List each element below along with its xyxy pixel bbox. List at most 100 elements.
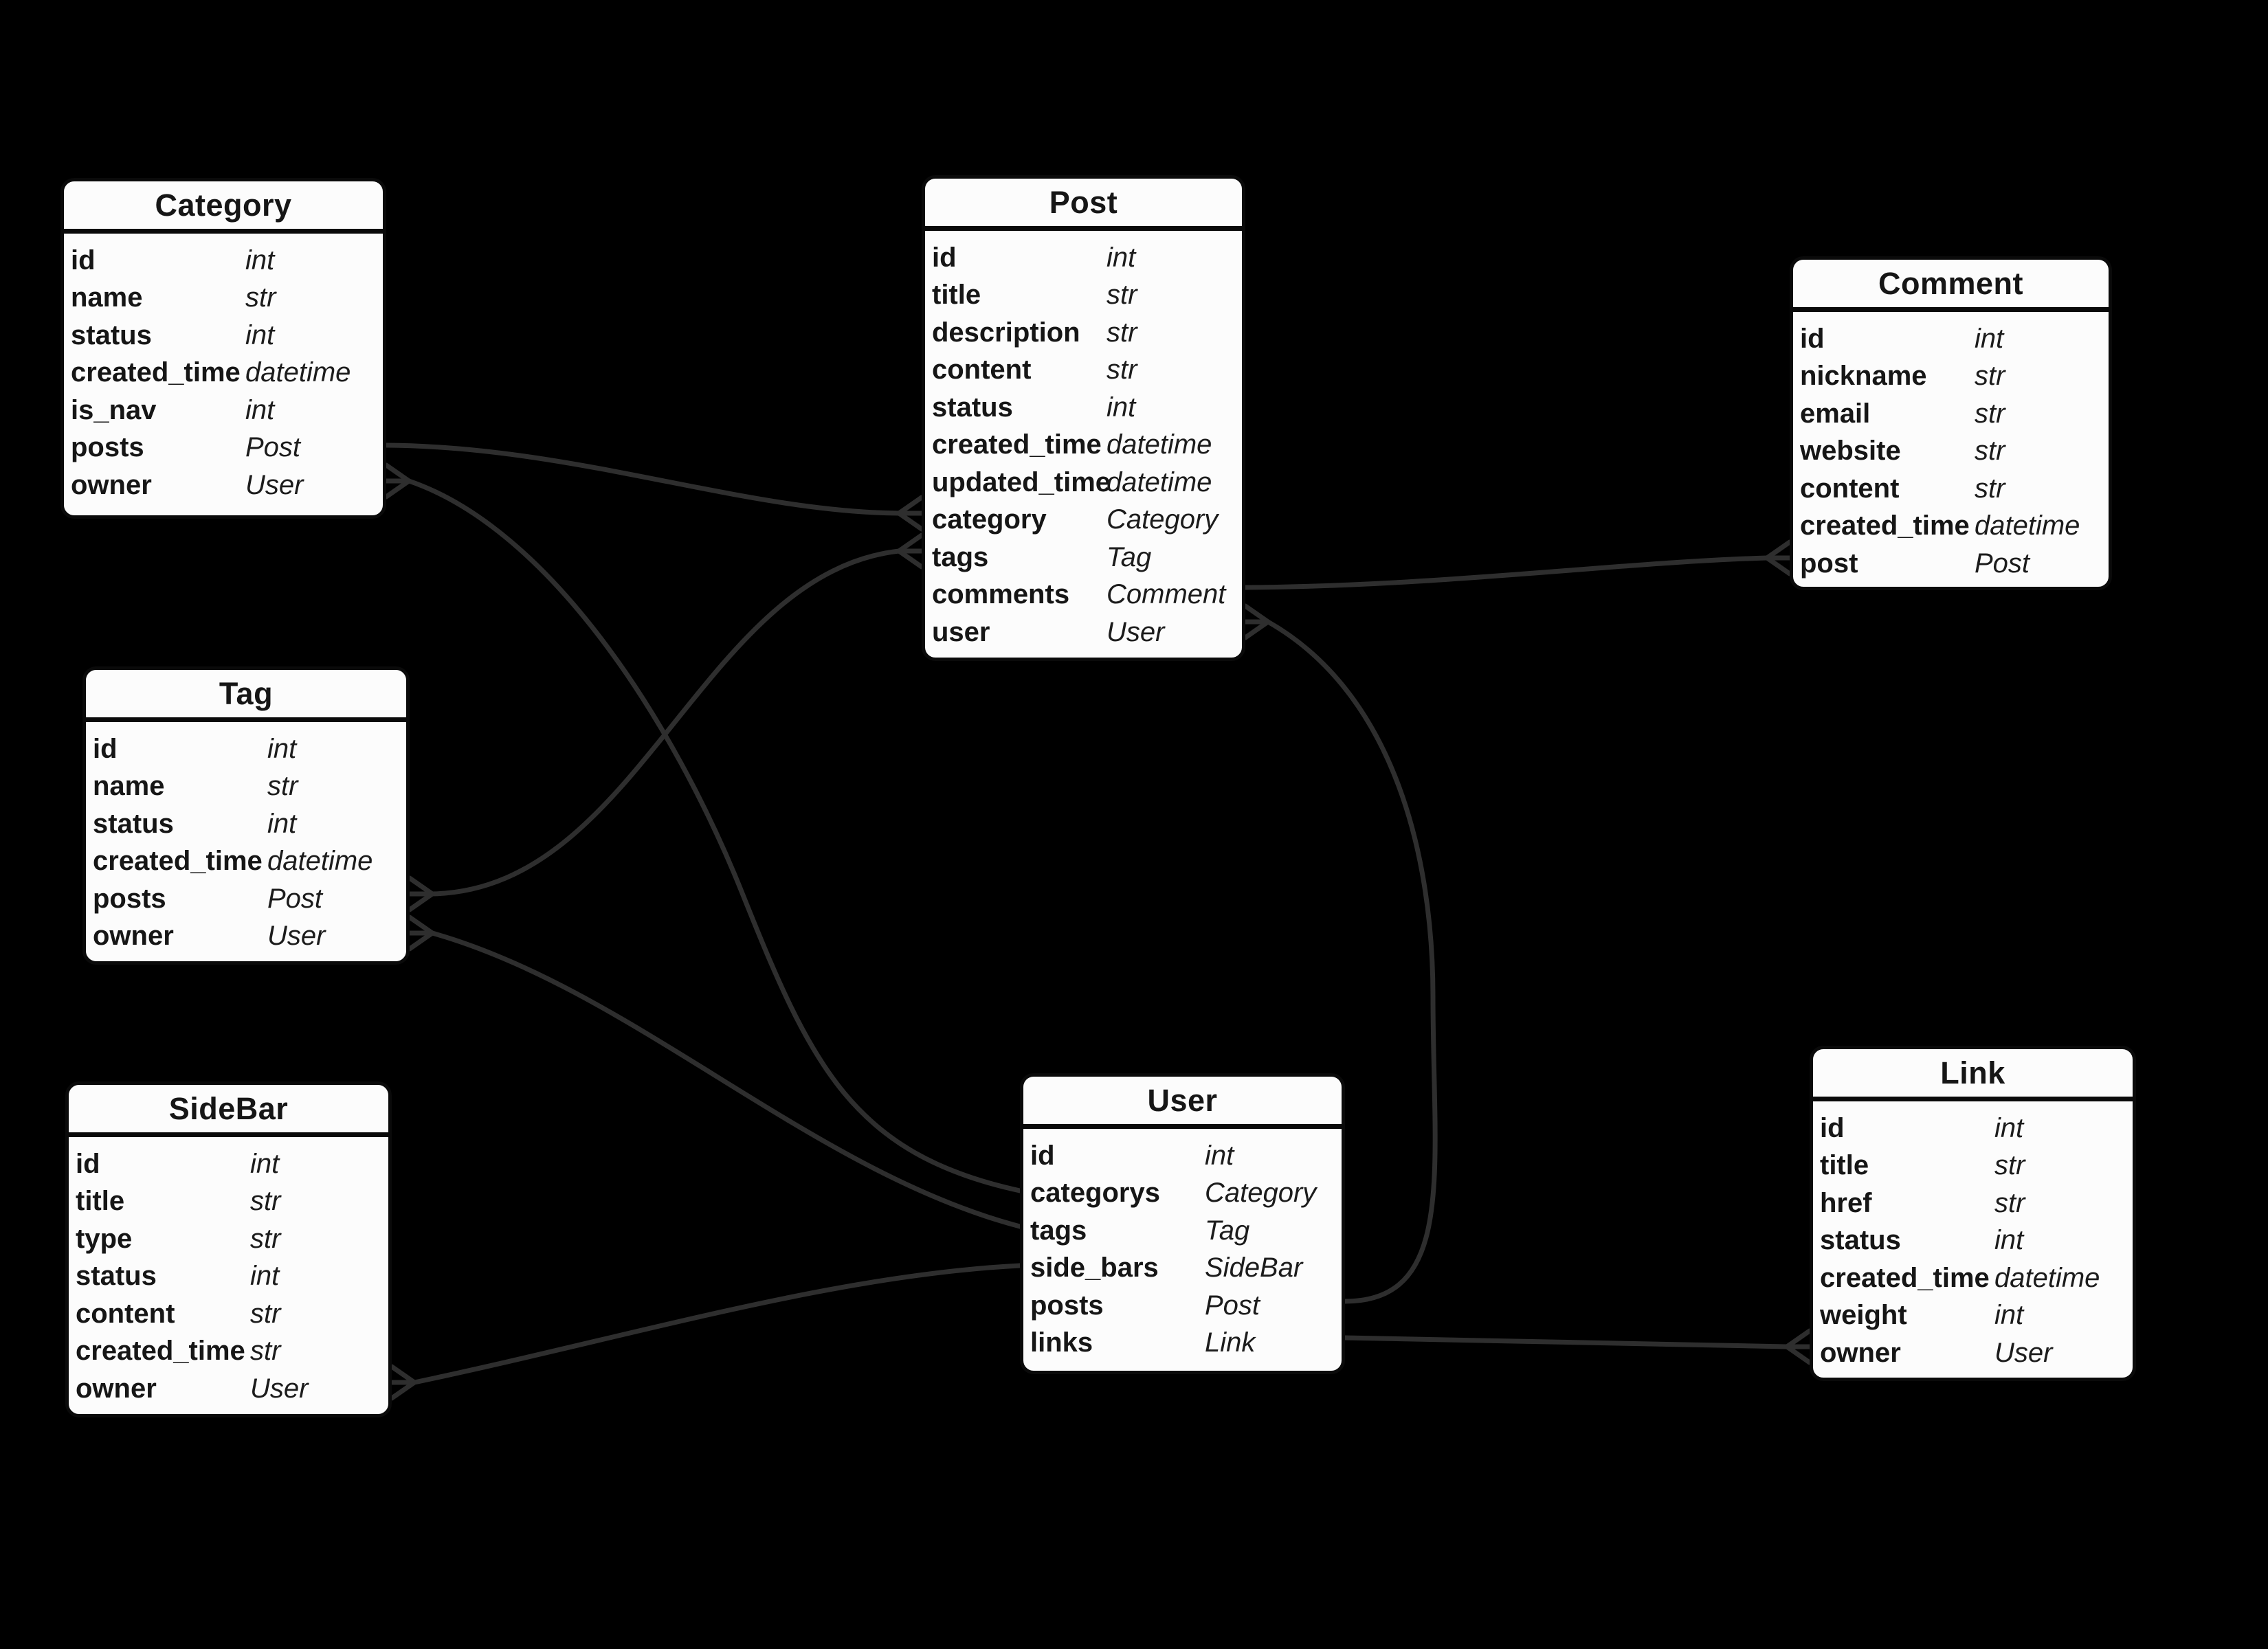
field-name: status — [932, 392, 1013, 423]
field-type: int — [245, 319, 275, 350]
connection-sidebar-owner--user-side_bars[interactable] — [389, 1263, 1023, 1401]
field-type: User — [250, 1373, 309, 1404]
entity-category[interactable]: Category id int name str status int crea… — [60, 178, 386, 519]
entity-body: id int nickname str email str website st… — [1793, 312, 2109, 583]
entity-title: Comment — [1793, 260, 2109, 312]
field-name: title — [76, 1186, 125, 1217]
connection-category-owner--user-categorys[interactable] — [383, 462, 1023, 1193]
field-row: user User — [925, 614, 1242, 651]
connection-post-user--user-posts[interactable] — [1243, 603, 1438, 1304]
field-name: created_time — [71, 357, 241, 388]
field-name: created_time — [76, 1336, 245, 1367]
field-type: int — [1975, 323, 2004, 354]
field-row: id int — [69, 1145, 388, 1183]
relationship-line[interactable] — [1243, 555, 1770, 590]
field-name: id — [76, 1148, 100, 1179]
field-row: name str — [86, 768, 406, 806]
field-name: content — [932, 355, 1032, 385]
relationship-line[interactable] — [430, 930, 1023, 1229]
entity-tag[interactable]: Tag id int name str status int created_t… — [82, 666, 410, 965]
field-type: int — [1205, 1140, 1234, 1171]
field-type: int — [1107, 392, 1136, 423]
field-row: status int — [1813, 1222, 2133, 1260]
field-row: owner User — [86, 918, 406, 956]
field-name: created_time — [93, 846, 263, 877]
field-name: posts — [71, 432, 144, 463]
field-row: description str — [925, 314, 1242, 352]
crows-foot-marker — [407, 915, 435, 952]
field-row: name str — [64, 280, 383, 317]
field-type: str — [1975, 436, 2005, 467]
field-type: str — [1975, 361, 2005, 392]
field-row: status int — [69, 1258, 388, 1296]
field-type: int — [267, 733, 297, 764]
field-row: owner User — [64, 467, 383, 504]
field-type: datetime — [1107, 429, 1212, 460]
relationship-line[interactable] — [1265, 619, 1438, 1304]
field-type: datetime — [1975, 511, 2080, 541]
relationship-line[interactable] — [1342, 1335, 1790, 1349]
field-row: created_time datetime — [64, 355, 383, 392]
field-type: int — [267, 808, 297, 839]
connection-user-links--link-owner[interactable] — [1342, 1328, 1812, 1365]
field-name: tags — [1030, 1215, 1087, 1246]
field-row: type str — [69, 1220, 388, 1258]
field-name: created_time — [1820, 1262, 1990, 1293]
field-type: str — [267, 771, 298, 802]
field-row: nickname str — [1793, 358, 2109, 396]
field-row: content str — [69, 1295, 388, 1333]
crows-foot-marker — [389, 1364, 417, 1401]
connection-tag-owner--user-tags[interactable] — [407, 915, 1023, 1229]
entity-body: id int title str description str content… — [925, 231, 1242, 651]
crows-foot-marker — [1764, 539, 1792, 576]
field-type: Category — [1107, 504, 1219, 535]
crows-foot-marker — [896, 495, 924, 532]
field-type: int — [250, 1148, 280, 1179]
field-type: datetime — [245, 357, 351, 388]
relationship-line[interactable] — [406, 478, 1023, 1193]
field-name: name — [71, 282, 143, 313]
field-row: id int — [64, 242, 383, 280]
relationship-line[interactable] — [383, 442, 902, 516]
connection-tag-posts--post-tags[interactable] — [407, 532, 924, 912]
field-row: title str — [925, 277, 1242, 315]
field-row: status int — [86, 805, 406, 843]
entity-post[interactable]: Post id int title str description str co… — [922, 175, 1245, 661]
entity-body: id int name str status int created_time … — [64, 234, 383, 504]
field-name: title — [932, 280, 981, 311]
field-name: id — [1030, 1140, 1055, 1171]
field-name: created_time — [932, 429, 1102, 460]
relationship-line[interactable] — [430, 548, 902, 897]
field-name: post — [1800, 548, 1858, 579]
field-name: owner — [76, 1373, 157, 1404]
field-name: created_time — [1800, 511, 1970, 541]
field-type: datetime — [1994, 1262, 2100, 1293]
field-row: created_time str — [69, 1333, 388, 1371]
field-name: owner — [93, 921, 174, 952]
entity-sidebar[interactable]: SideBar id int title str type str status… — [65, 1081, 392, 1417]
field-row: email str — [1793, 395, 2109, 433]
field-row: created_time datetime — [1813, 1259, 2133, 1297]
field-name: status — [93, 808, 174, 839]
field-row: updated_time datetime — [925, 464, 1242, 502]
entity-user[interactable]: User id int categorys Category tags Tag … — [1020, 1073, 1345, 1374]
field-row: is_nav int — [64, 392, 383, 429]
connection-post-comments--comment-post[interactable] — [1243, 539, 1792, 590]
field-name: id — [93, 733, 118, 764]
relationship-line[interactable] — [412, 1263, 1023, 1385]
entity-link[interactable]: Link id int title str href str status in… — [1810, 1046, 2136, 1381]
entity-title: SideBar — [69, 1085, 388, 1137]
field-row: owner User — [1813, 1334, 2133, 1372]
field-row: posts Post — [86, 880, 406, 918]
field-row: posts Post — [64, 429, 383, 467]
entity-comment[interactable]: Comment id int nickname str email str we… — [1790, 256, 2112, 590]
entity-body: id int categorys Category tags Tag side_… — [1023, 1129, 1342, 1362]
field-row: created_time datetime — [1793, 508, 2109, 546]
field-row: id int — [925, 239, 1242, 277]
field-type: str — [1994, 1187, 2025, 1218]
field-type: Tag — [1107, 541, 1152, 572]
connection-category-posts--post-category[interactable] — [383, 442, 924, 532]
field-row: created_time datetime — [86, 843, 406, 881]
